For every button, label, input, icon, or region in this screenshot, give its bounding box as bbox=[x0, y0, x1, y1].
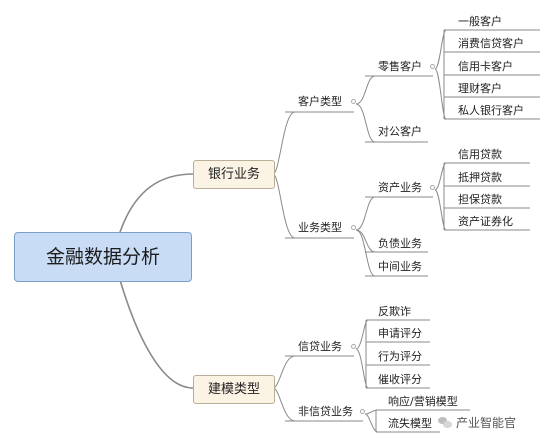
collapse-toggle-assets[interactable] bbox=[430, 185, 435, 190]
chat-bubble-icon bbox=[438, 417, 452, 428]
branch-banking[interactable]: 银行业务 bbox=[193, 160, 275, 189]
leaf-asset-3[interactable]: 担保贷款 bbox=[458, 193, 502, 206]
collapse-toggle-non-credit[interactable] bbox=[360, 409, 365, 414]
node-liabilities[interactable]: 负债业务 bbox=[378, 237, 422, 250]
leaf-retail-5[interactable]: 私人银行客户 bbox=[458, 104, 524, 117]
leaf-asset-1[interactable]: 信用贷款 bbox=[458, 148, 502, 161]
collapse-toggle-retail[interactable] bbox=[430, 64, 435, 69]
collapse-toggle-customer-type[interactable] bbox=[351, 99, 356, 104]
collapse-toggle-business-type[interactable] bbox=[351, 225, 356, 230]
branch-modeling[interactable]: 建模类型 bbox=[193, 375, 275, 404]
leaf-retail-3[interactable]: 信用卡客户 bbox=[458, 60, 513, 73]
node-corporate[interactable]: 对公客户 bbox=[378, 125, 422, 138]
node-retail[interactable]: 零售客户 bbox=[378, 60, 422, 73]
leaf-noncredit-2[interactable]: 流失模型 bbox=[388, 417, 432, 430]
node-assets[interactable]: 资产业务 bbox=[378, 181, 422, 194]
node-customer-type[interactable]: 客户类型 bbox=[298, 95, 342, 108]
leaf-asset-4[interactable]: 资产证券化 bbox=[458, 215, 513, 228]
leaf-credit-1[interactable]: 反欺诈 bbox=[378, 305, 411, 318]
leaf-retail-2[interactable]: 消费信贷客户 bbox=[458, 37, 524, 50]
leaf-asset-2[interactable]: 抵押贷款 bbox=[458, 171, 502, 184]
leaf-credit-3[interactable]: 行为评分 bbox=[378, 350, 422, 363]
node-credit[interactable]: 信贷业务 bbox=[298, 340, 342, 353]
watermark-text: 产业智能官 bbox=[456, 416, 517, 430]
node-non-credit[interactable]: 非信贷业务 bbox=[298, 405, 353, 418]
collapse-toggle-credit[interactable] bbox=[351, 344, 356, 349]
node-intermediary[interactable]: 中间业务 bbox=[378, 260, 422, 273]
leaf-noncredit-1[interactable]: 响应/营销模型 bbox=[388, 395, 458, 408]
node-business-type[interactable]: 业务类型 bbox=[298, 221, 342, 234]
leaf-credit-2[interactable]: 申请评分 bbox=[378, 327, 422, 340]
leaf-retail-4[interactable]: 理财客户 bbox=[458, 82, 502, 95]
root-node[interactable]: 金融数据分析 bbox=[14, 232, 192, 282]
leaf-retail-1[interactable]: 一般客户 bbox=[458, 15, 502, 28]
leaf-credit-4[interactable]: 催收评分 bbox=[378, 373, 422, 386]
watermark: 产业智能官 bbox=[438, 414, 516, 431]
